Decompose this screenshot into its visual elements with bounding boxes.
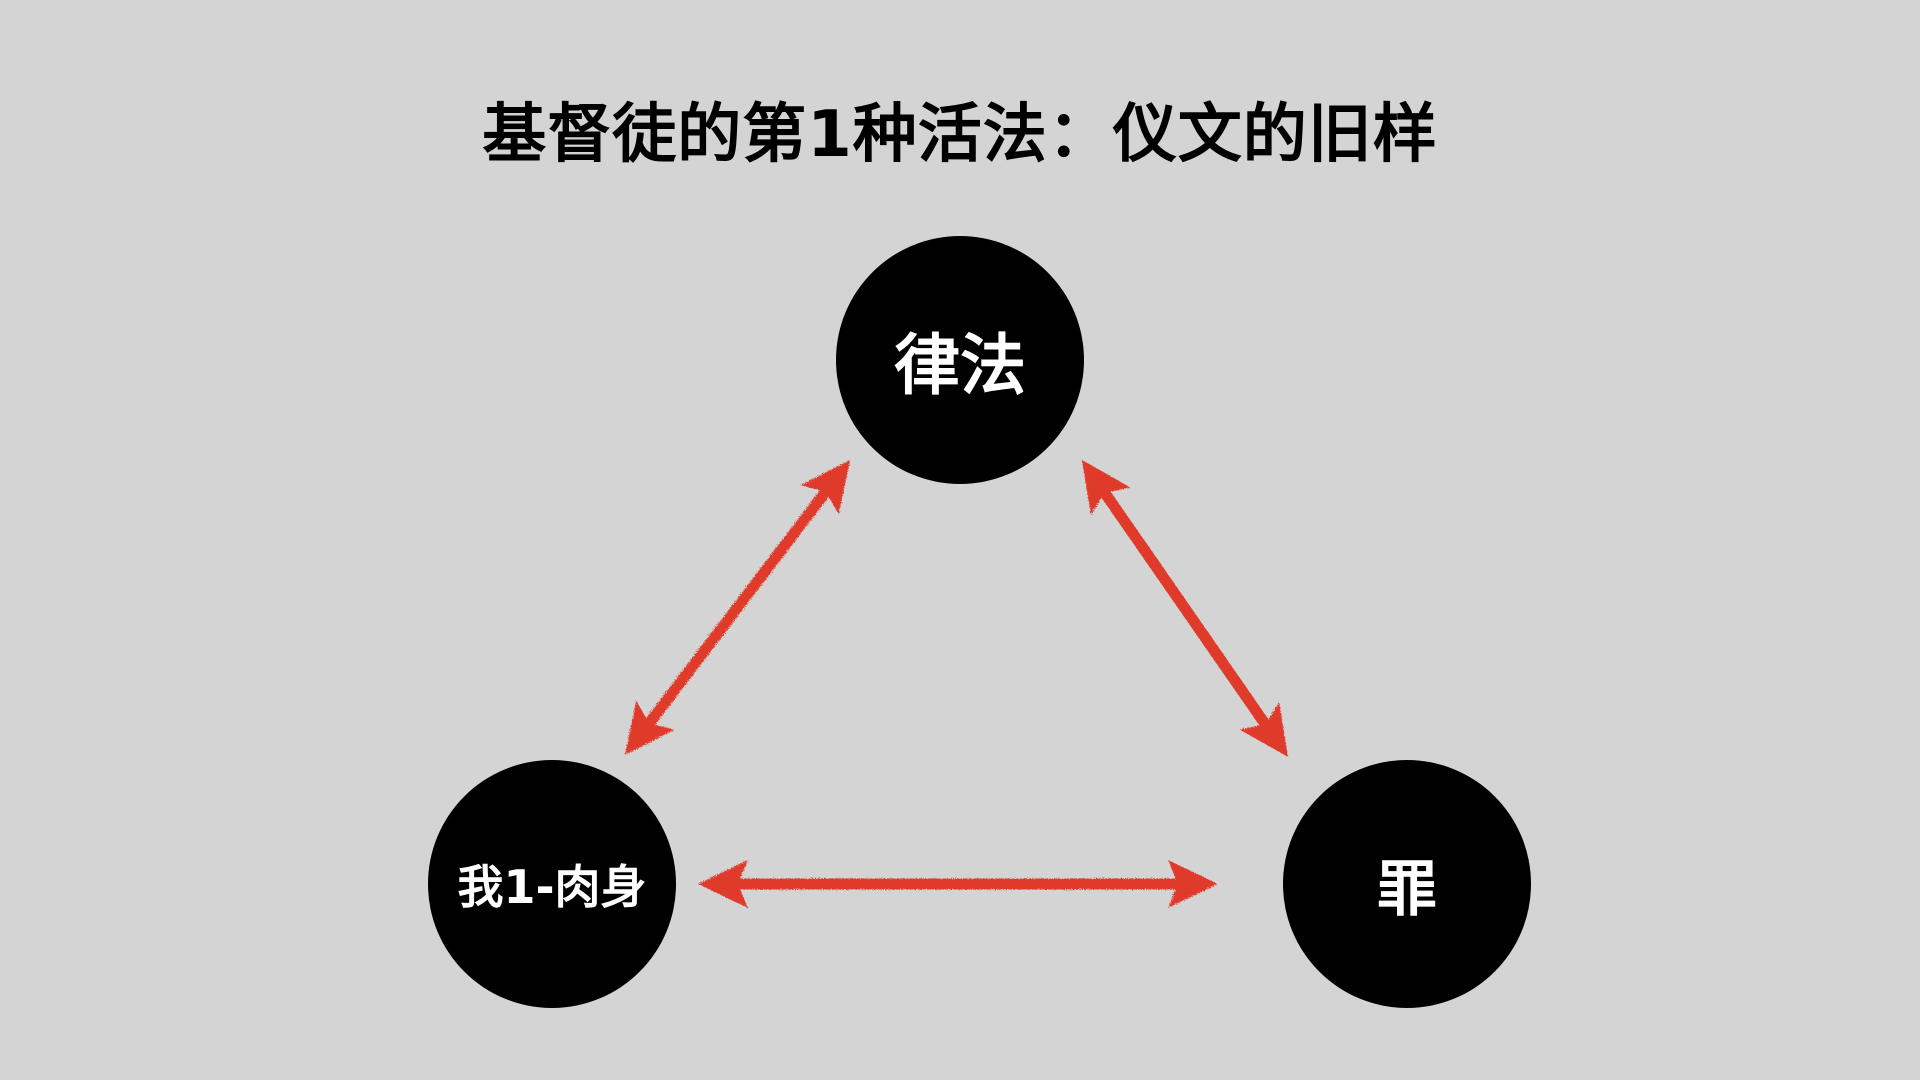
self-sin-arrowhead-start bbox=[698, 860, 748, 908]
law-sin-arrow-line bbox=[1093, 479, 1277, 738]
self-law-arrowhead-end bbox=[800, 460, 850, 515]
self-law-arrow-line bbox=[637, 478, 838, 737]
sin-node: 罪 bbox=[1283, 760, 1531, 1008]
self-law-arrowhead-start bbox=[625, 700, 675, 755]
law-sin-arrowhead-end bbox=[1239, 702, 1288, 757]
law-label: 律法 bbox=[894, 327, 1026, 404]
slide-title: 基督徒的第1种活法：仪文的旧样 bbox=[482, 98, 1438, 172]
sin-label: 罪 bbox=[1377, 854, 1437, 925]
law-sin-arrowhead-start bbox=[1082, 460, 1131, 515]
self-flesh-label: 我1-肉身 bbox=[457, 860, 647, 914]
self-sin-arrowhead-end bbox=[1168, 860, 1218, 908]
law-node: 律法 bbox=[836, 236, 1084, 484]
self-flesh-node: 我1-肉身 bbox=[428, 760, 676, 1008]
